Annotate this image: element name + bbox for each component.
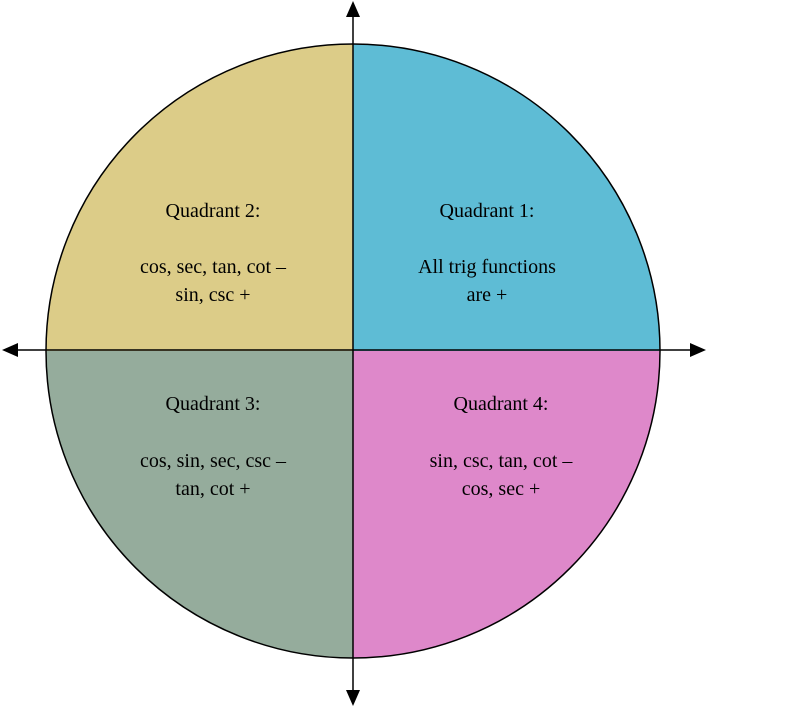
quadrant-4-title: Quadrant 4:: [454, 393, 549, 415]
quadrant-2-label: Quadrant 2: cos, sec, tan, cot – sin, cs…: [140, 200, 287, 306]
quadrant-1-title: Quadrant 1:: [440, 200, 535, 222]
quadrant-1-wedge: [353, 44, 660, 351]
quadrant-4-label: Quadrant 4: sin, csc, tan, cot – cos, se…: [430, 393, 574, 500]
quadrant-3-line-1: cos, sin, sec, csc –: [140, 450, 287, 472]
quadrant-3-title: Quadrant 3:: [166, 393, 261, 415]
quadrant-1-line-1: All trig functions: [418, 256, 556, 278]
quadrant-1-label: Quadrant 1: All trig functions are +: [418, 200, 556, 306]
quadrant-4-wedge: [353, 351, 660, 658]
quadrant-3-wedge: [46, 351, 353, 658]
quadrant-3-label: Quadrant 3: cos, sin, sec, csc – tan, co…: [140, 393, 287, 500]
quadrant-2-wedge: [46, 44, 353, 351]
y-axis-up-arrow-icon: [346, 1, 360, 17]
quadrant-3-line-2: tan, cot +: [175, 478, 250, 500]
quadrant-2-line-1: cos, sec, tan, cot –: [140, 256, 287, 278]
quadrant-4-line-1: sin, csc, tan, cot –: [430, 450, 574, 472]
y-axis-down-arrow-icon: [346, 690, 360, 706]
x-axis-right-arrow-icon: [690, 343, 706, 357]
quadrant-4-line-2: cos, sec +: [462, 478, 540, 500]
x-axis-left-arrow-icon: [2, 343, 18, 357]
quadrant-2-line-2: sin, csc +: [175, 284, 250, 306]
quadrant-1-line-2: are +: [467, 284, 508, 306]
quadrant-2-title: Quadrant 2:: [166, 200, 261, 222]
